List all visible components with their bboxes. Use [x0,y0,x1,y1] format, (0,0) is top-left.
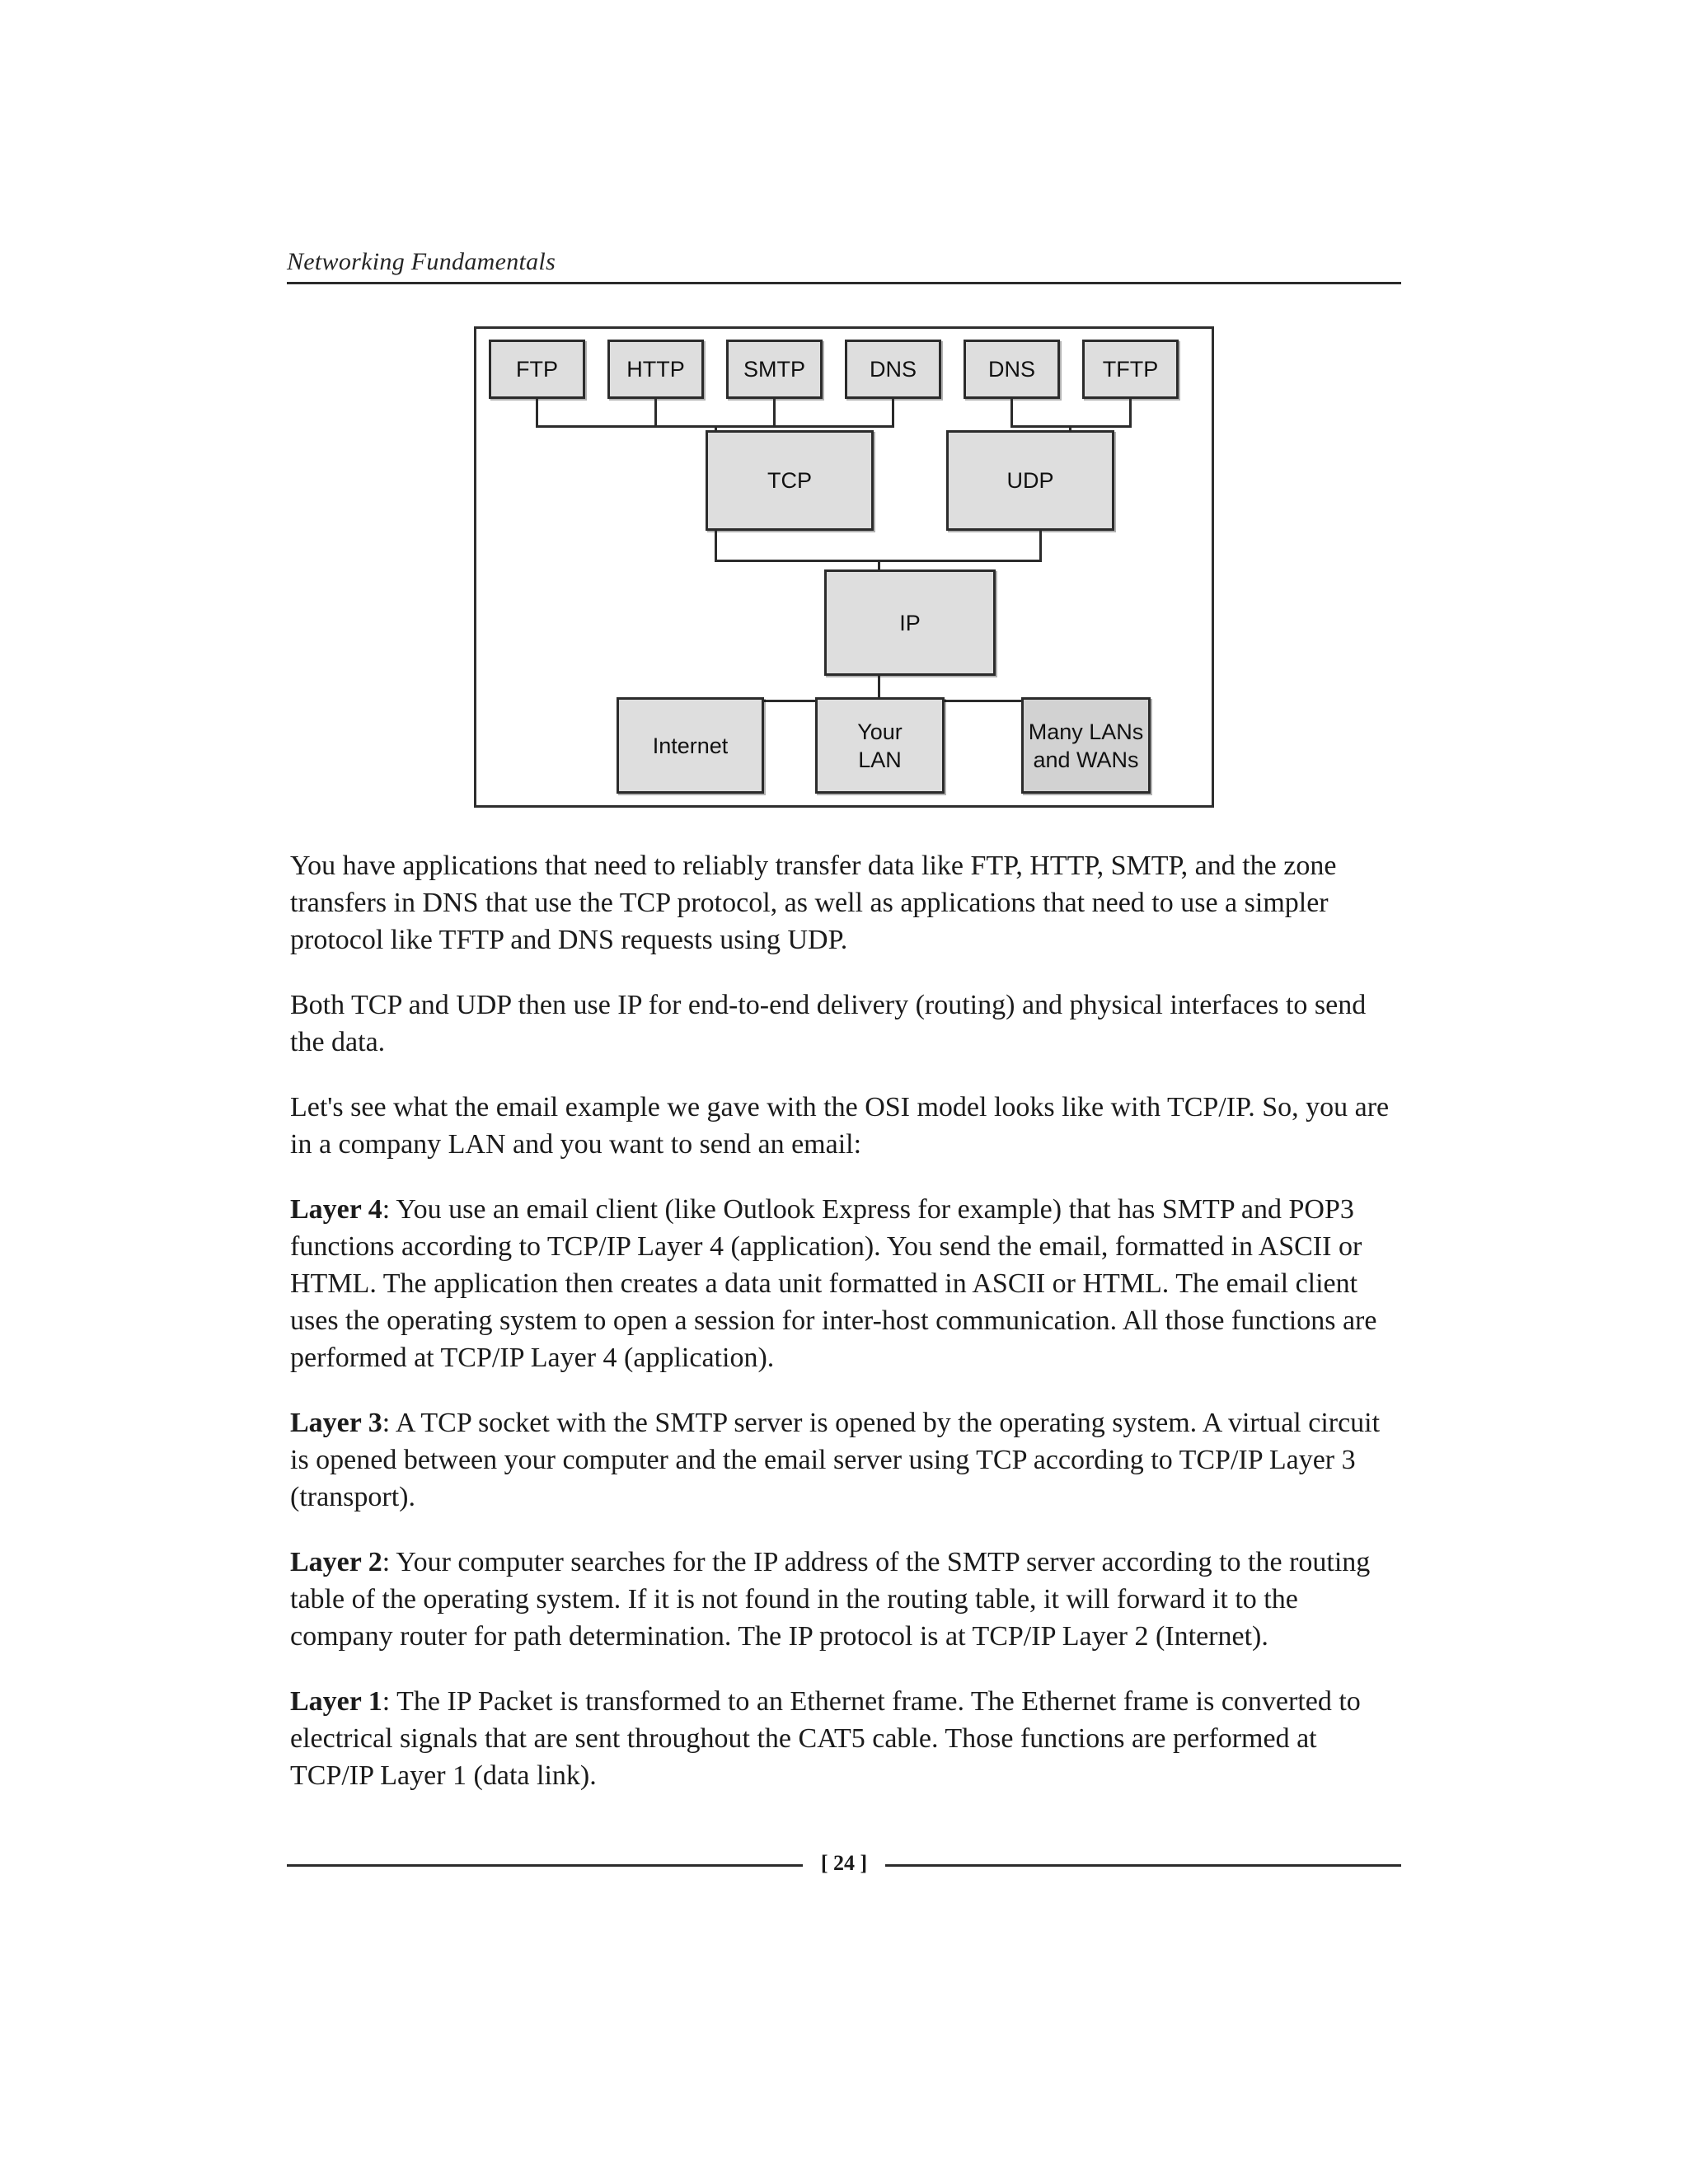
node-tcp-label: TCP [767,468,812,493]
paragraph-email-example: Let's see what the email example we gave… [290,1089,1401,1163]
paragraph-layer-1: Layer 1: The IP Packet is transformed to… [290,1683,1401,1794]
header-title: Networking Fundamentals [287,248,556,275]
layer-4-lead: Layer 4 [290,1194,382,1225]
wire-smtp-drop [773,399,776,428]
node-your-lan: Your LAN [815,697,945,794]
tcp-ip-stack-figure: FTP HTTP SMTP DNS DNS TFTP [474,326,1214,808]
node-http: HTTP [607,340,704,399]
header-divider [287,282,1401,284]
paragraph-text: : The IP Packet is transformed to an Eth… [290,1686,1361,1791]
layer-3-lead: Layer 3 [290,1408,382,1438]
node-dns-tcp-label: DNS [869,357,917,382]
footer-rule-right [885,1863,1402,1867]
running-header: Networking Fundamentals [287,247,1401,284]
paragraph-text: Let's see what the email example we gave… [290,1092,1390,1160]
paragraph-intro: You have applications that need to relia… [290,847,1401,958]
paragraph-text: : You use an email client (like Outlook … [290,1194,1377,1373]
wire-http-drop [654,399,657,428]
node-http-label: HTTP [626,357,685,382]
node-your-lan-label: Your LAN [857,719,903,772]
node-many-lans-wans-label: Many LANs and WANs [1028,719,1144,772]
wire-ftp-drop [536,399,538,428]
node-internet-label: Internet [652,733,729,758]
node-ip: IP [824,569,996,676]
paragraph-text: You have applications that need to relia… [290,851,1337,955]
wire-udp-down [1039,531,1042,562]
body-copy: You have applications that need to relia… [290,847,1401,1794]
footer-rule-left [287,1863,803,1867]
paragraph-layer-4: Layer 4: You use an email client (like O… [290,1191,1401,1376]
node-udp: UDP [946,430,1114,531]
paragraph-text: : Your computer searches for the IP addr… [290,1547,1371,1652]
paragraph-layer-3: Layer 3: A TCP socket with the SMTP serv… [290,1404,1401,1516]
node-dns-tcp: DNS [845,340,941,399]
node-tftp-label: TFTP [1102,357,1159,382]
wire-ip-down [878,676,880,702]
wire-tftp-drop [1129,399,1132,428]
node-ftp: FTP [489,340,585,399]
node-tftp: TFTP [1082,340,1179,399]
node-smtp: SMTP [726,340,823,399]
paragraph-layer-2: Layer 2: Your computer searches for the … [290,1544,1401,1655]
layer-2-lead: Layer 2 [290,1547,382,1577]
paragraph-text: : A TCP socket with the SMTP server is o… [290,1408,1381,1512]
wire-tcp-down [715,531,717,562]
wire-ip-stub [878,560,880,569]
node-tcp: TCP [706,430,874,531]
node-smtp-label: SMTP [743,357,805,382]
wire-dns-udp-drop [1010,399,1013,428]
page-footer: [ 24 ] [287,1851,1402,1876]
node-many-lans-wans: Many LANs and WANs [1021,697,1151,794]
node-ip-label: IP [899,610,921,635]
node-ftp-label: FTP [516,357,558,382]
wire-dns-tcp-drop [892,399,894,428]
node-dns-udp: DNS [964,340,1060,399]
node-udp-label: UDP [1006,468,1054,493]
layer-1-lead: Layer 1 [290,1686,382,1717]
paragraph-text: Both TCP and UDP then use IP for end-to-… [290,990,1367,1057]
paragraph-both-tcp-udp: Both TCP and UDP then use IP for end-to-… [290,987,1401,1061]
node-dns-udp-label: DNS [987,357,1035,382]
page-number: [ 24 ] [820,1851,868,1875]
node-internet: Internet [617,697,764,794]
